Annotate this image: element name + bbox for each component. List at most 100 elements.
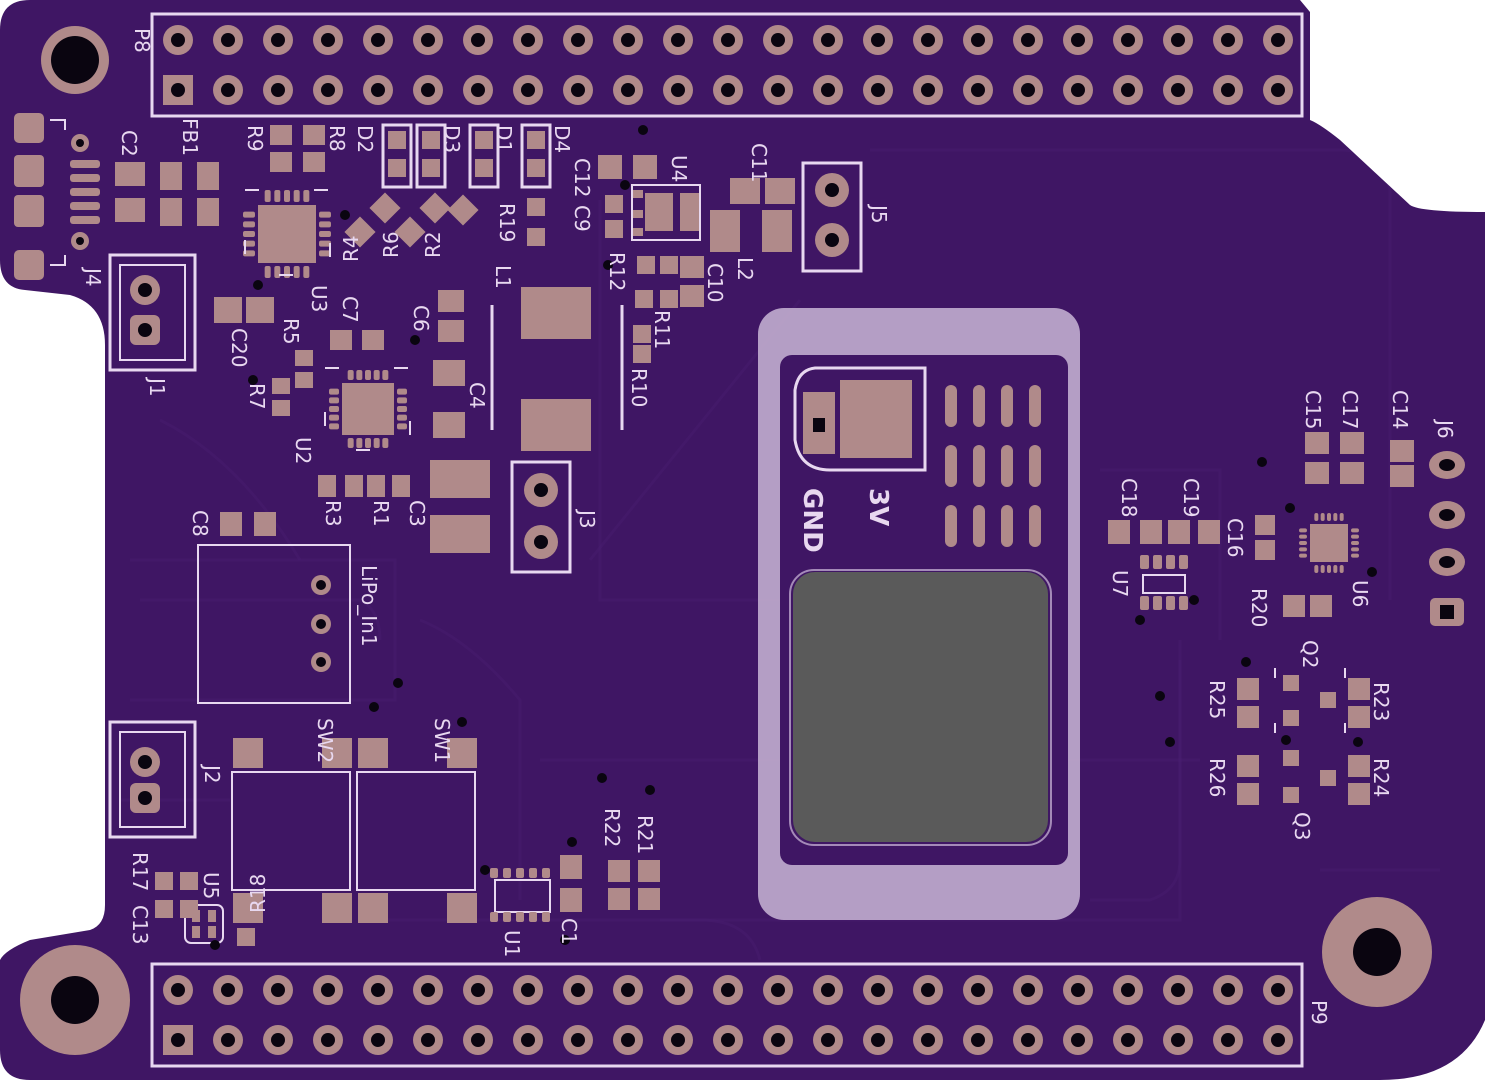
label-fb1: FB1 xyxy=(178,118,202,156)
module-pin xyxy=(945,385,957,427)
label-j5: J5 xyxy=(867,203,891,224)
smd-pad xyxy=(1348,783,1370,805)
header-p8-pin xyxy=(463,75,493,105)
smd-pad xyxy=(608,860,630,882)
smd-pad xyxy=(160,162,182,190)
label-c19: C19 xyxy=(1179,478,1203,517)
label-r10: R10 xyxy=(627,368,651,407)
smd-pad xyxy=(633,345,651,363)
module-label-3v: 3V xyxy=(863,488,893,526)
via xyxy=(410,335,420,345)
header-p8: P8 xyxy=(130,12,1304,118)
ic-pin xyxy=(243,231,255,237)
smd-pad xyxy=(1108,520,1130,544)
smd-pad xyxy=(1390,440,1414,462)
module-rf-shield xyxy=(793,572,1048,842)
smd-pad xyxy=(1255,540,1275,560)
header-p9-pin xyxy=(263,1025,293,1055)
header-p8-pin xyxy=(513,25,543,55)
passive-components xyxy=(115,125,1414,946)
smd-pad xyxy=(527,198,545,216)
wifi-module: GND 3V xyxy=(758,308,1080,920)
header-p8-pin xyxy=(613,25,643,55)
connector-j6: J6 xyxy=(1429,418,1465,626)
label-r5: R5 xyxy=(279,318,303,345)
ic-pin xyxy=(356,438,363,448)
header-p9-pin xyxy=(263,975,293,1005)
ic-pin xyxy=(1153,555,1162,569)
header-p9-pin xyxy=(463,975,493,1005)
header-p8-pin xyxy=(1013,25,1043,55)
smd-pad xyxy=(367,475,385,497)
module-pin xyxy=(973,505,985,547)
label-u5: U5 xyxy=(199,872,223,899)
label-c15: C15 xyxy=(1301,390,1325,429)
header-p9-pin xyxy=(363,1025,393,1055)
label-r21: R21 xyxy=(633,815,657,854)
header-p8-pin xyxy=(163,75,193,105)
header-p9-pin xyxy=(813,975,843,1005)
ic-pin xyxy=(397,397,407,404)
ic-u2-pins xyxy=(329,370,407,448)
ic-pin xyxy=(382,438,389,448)
ic-pin xyxy=(319,211,331,218)
via xyxy=(1189,595,1199,605)
label-r1: R1 xyxy=(369,500,393,527)
ic-pin xyxy=(1153,596,1162,610)
header-p9-pin xyxy=(1263,1025,1293,1055)
label-r7: R7 xyxy=(245,383,269,410)
smd-pad xyxy=(272,400,290,416)
header-p9-pin xyxy=(1063,1025,1093,1055)
ic-pin xyxy=(1327,565,1331,573)
header-p8-pin xyxy=(213,25,243,55)
label-c3: C3 xyxy=(405,500,429,527)
via xyxy=(597,773,607,783)
smd-pad xyxy=(330,330,352,350)
via xyxy=(340,210,350,220)
header-p9-pin xyxy=(213,1025,243,1055)
ic-pin xyxy=(303,190,310,202)
ic-u1-pins xyxy=(490,868,550,922)
header-p8-pin xyxy=(713,25,743,55)
capacitor-c3: C3 xyxy=(405,460,490,553)
smd-pad xyxy=(598,155,622,179)
header-p8-pin xyxy=(1163,75,1193,105)
module-pin xyxy=(973,385,985,427)
label-c12: C12 xyxy=(570,158,594,197)
ic-pin xyxy=(365,370,371,380)
label-u3: U3 xyxy=(307,285,331,312)
label-r4: R4 xyxy=(339,235,363,262)
label-r12: R12 xyxy=(605,252,629,291)
label-c9: C9 xyxy=(570,205,594,232)
smd-pad xyxy=(660,256,678,274)
header-p9-pin xyxy=(663,975,693,1005)
ic-u3: U3 xyxy=(243,189,331,312)
label-r8: R8 xyxy=(325,125,349,152)
header-p9-pin xyxy=(963,1025,993,1055)
smd-pad xyxy=(180,872,198,890)
label-c20: C20 xyxy=(227,328,251,367)
ic-pin xyxy=(397,388,407,395)
mounting-hole-bottom-left xyxy=(20,945,130,1055)
header-p9-pin xyxy=(1213,1025,1243,1055)
header-p9-pin xyxy=(363,975,393,1005)
label-c2: C2 xyxy=(117,130,141,157)
connector-j3: J3 xyxy=(510,460,599,574)
ic-pin xyxy=(1179,555,1188,569)
label-r9: R9 xyxy=(243,125,267,152)
header-p8-pin xyxy=(163,25,193,55)
header-p9-pin xyxy=(313,975,343,1005)
header-p8-pin xyxy=(763,25,793,55)
ic-u2: U2 xyxy=(291,367,411,464)
label-u6: U6 xyxy=(1348,580,1372,607)
header-p8-pin xyxy=(813,75,843,105)
via xyxy=(457,717,467,727)
ic-pin xyxy=(382,370,389,380)
header-p9-pin xyxy=(1163,975,1193,1005)
ic-pin xyxy=(329,388,339,395)
header-p9-pin xyxy=(713,975,743,1005)
header-p9-pin xyxy=(413,1025,443,1055)
header-p9-pins xyxy=(163,975,1293,1055)
smd-pad xyxy=(605,220,623,238)
header-p8-pin xyxy=(1213,75,1243,105)
